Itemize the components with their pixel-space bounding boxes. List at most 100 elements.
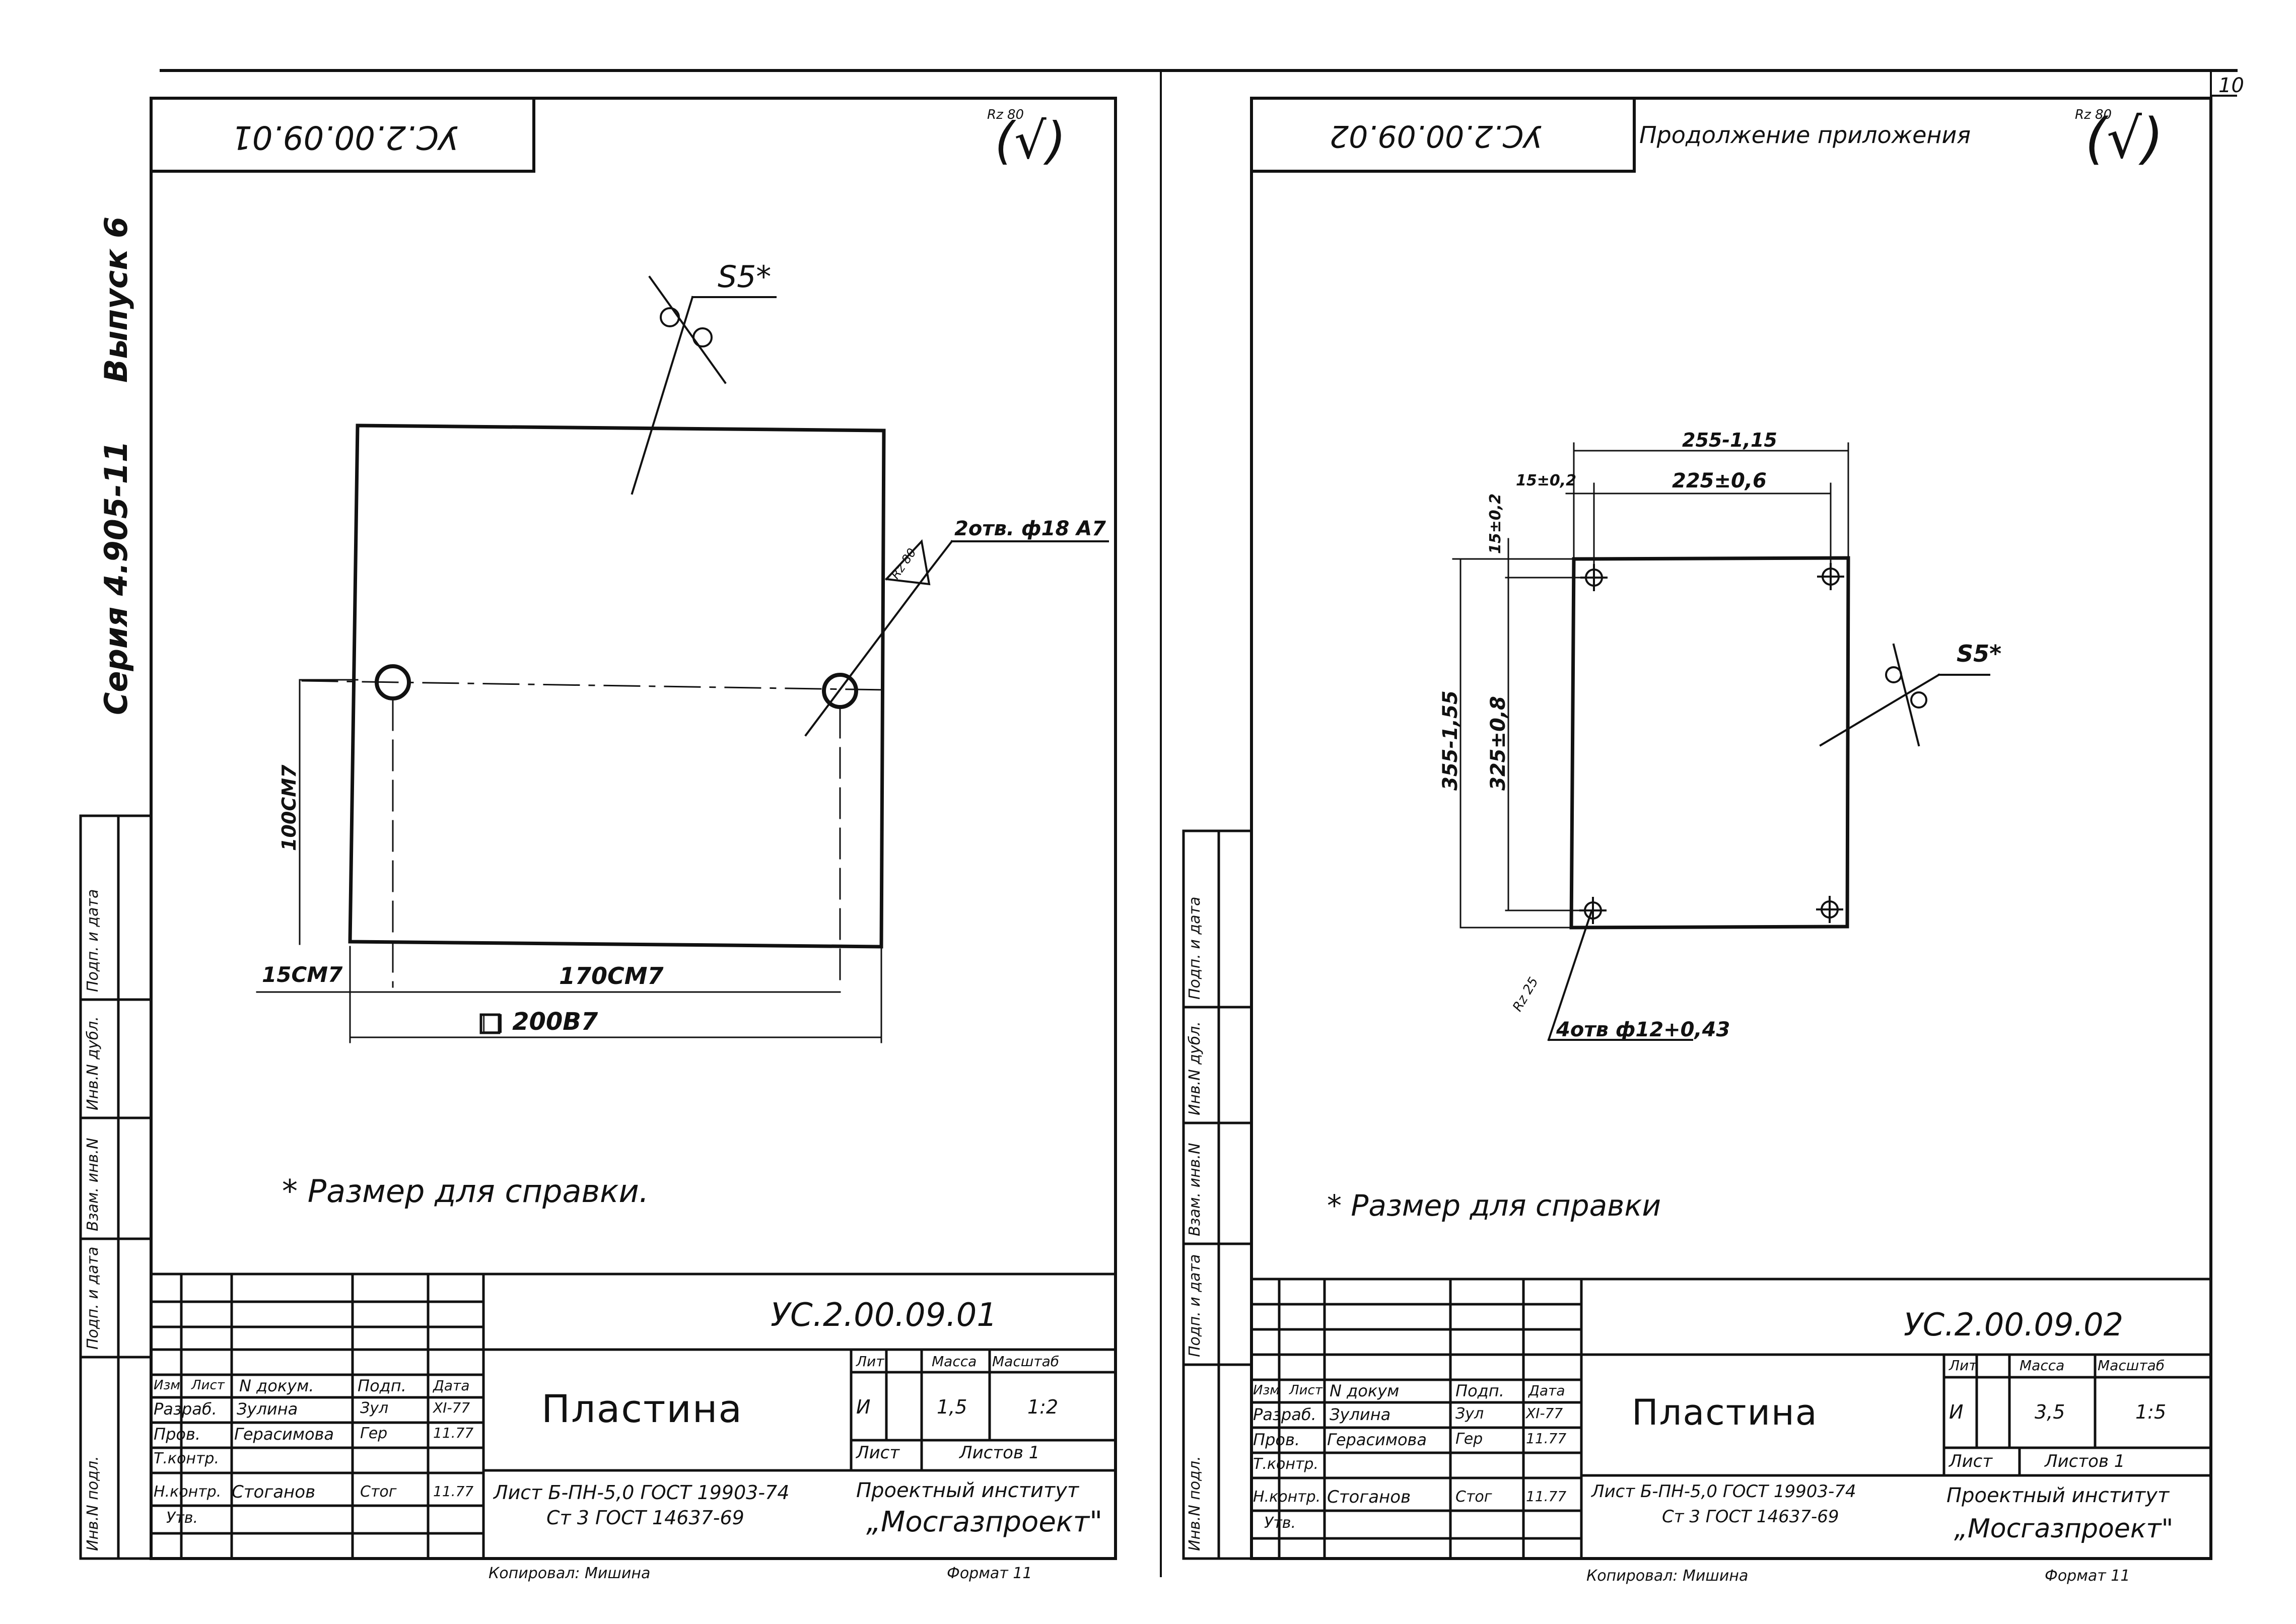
right-code-box bbox=[1250, 97, 1636, 173]
right-tb-row-name-4: Стоганов bbox=[1327, 1487, 1411, 1507]
right-dim-edge-y: 15±0,2 bbox=[1487, 493, 1504, 554]
left-plate-drawing bbox=[256, 275, 1109, 1043]
left-tb-material-1: Лист Б-ПН-5,0 ГОСТ 19903-74 bbox=[494, 1481, 790, 1504]
left-roughness-bracket: (√) bbox=[995, 111, 1066, 170]
left-tb-sheets-label: Листов 1 bbox=[959, 1443, 1040, 1463]
page-number: 10 bbox=[2218, 74, 2244, 97]
left-dim-holes: 2отв. ф18 А7 bbox=[954, 517, 1106, 540]
right-copied-by: Копировал: Мишина bbox=[1586, 1567, 1749, 1585]
right-tb-row-date-2: 11.77 bbox=[1526, 1430, 1567, 1447]
left-tb-name: Пластина bbox=[541, 1386, 743, 1431]
right-tb-header-doc: N докум bbox=[1330, 1381, 1400, 1400]
left-stamp-field-4: Инв.N дубл. bbox=[84, 1016, 102, 1110]
left-doc-code-mirrored: УС.2.00.09.01 bbox=[232, 118, 459, 156]
right-tb-row-role-4: Н.контр. bbox=[1253, 1488, 1321, 1506]
left-tb-lit-header: Лит bbox=[856, 1353, 884, 1370]
right-tb-lit-value: И bbox=[1949, 1401, 1964, 1423]
left-tb-row-role-3: Т.контр. bbox=[154, 1450, 220, 1467]
right-stamp-field-5: Подп. и дата bbox=[1186, 896, 1204, 1000]
left-tb-header-list: Лист bbox=[191, 1378, 225, 1393]
left-tb-row-role-1: Разраб. bbox=[154, 1399, 217, 1419]
right-tb-header-list: Лист bbox=[1289, 1383, 1323, 1398]
left-dim-left-offset: 15СМ7 bbox=[262, 962, 343, 987]
left-side-stamp bbox=[79, 814, 153, 1560]
right-tb-material-1: Лист Б-ПН-5,0 ГОСТ 19903-74 bbox=[1591, 1481, 1856, 1502]
left-dim-overall: □ 200В7 bbox=[481, 1008, 598, 1036]
right-tb-row-date-1: XI-77 bbox=[1526, 1405, 1563, 1422]
right-format: Формат 11 bbox=[2045, 1567, 2130, 1585]
right-plate-drawing bbox=[1452, 442, 1990, 1041]
left-tb-row-date-4: 11.77 bbox=[433, 1483, 474, 1500]
right-tb-lit-header: Лит bbox=[1949, 1357, 1977, 1374]
right-tb-sheets-label: Листов 1 bbox=[2045, 1451, 2125, 1471]
left-stamp-field-1: Инв.N подл. bbox=[84, 1456, 102, 1551]
right-dim-overall-width: 255-1,15 bbox=[1682, 429, 1777, 451]
right-tb-mass-header: Масса bbox=[2020, 1357, 2065, 1374]
right-stamp-field-1: Инв.N подл. bbox=[1186, 1456, 1204, 1551]
right-dim-overall-height: 355-1,55 bbox=[1439, 690, 1462, 791]
left-tb-org-1: Проектный институт bbox=[856, 1479, 1079, 1502]
right-footnote: * Размер для справки bbox=[1327, 1188, 1661, 1223]
right-tb-code: УС.2.00.09.02 bbox=[1904, 1306, 2124, 1343]
right-stamp-field-2: Подп. и дата bbox=[1186, 1254, 1204, 1357]
plate-outline-right bbox=[1569, 556, 1850, 930]
right-side-stamp bbox=[1182, 829, 1253, 1560]
right-tb-row-sign-2: Гер bbox=[1455, 1430, 1483, 1448]
right-stamp-field-4: Инв.N дубл. bbox=[1186, 1021, 1204, 1115]
left-tb-row-name-2: Герасимова bbox=[234, 1425, 334, 1444]
left-tb-row-sign-1: Зул bbox=[360, 1399, 389, 1417]
right-title-block bbox=[1250, 1278, 2212, 1560]
left-stamp-field-3: Взам. инв.N bbox=[84, 1138, 102, 1231]
left-tb-row-name-1: Зулина bbox=[237, 1399, 298, 1419]
left-tb-header-date: Дата bbox=[433, 1377, 470, 1394]
right-tb-row-sign-4: Стог bbox=[1455, 1488, 1492, 1506]
left-stamp-field-5: Подп. и дата bbox=[84, 889, 102, 992]
left-tb-row-name-4: Стоганов bbox=[232, 1482, 316, 1502]
left-tb-header-sign: Подп. bbox=[358, 1376, 406, 1395]
right-dim-hole-spacing-x: 225±0,6 bbox=[1672, 469, 1767, 492]
right-roughness-value: Rz 80 bbox=[2075, 107, 2112, 122]
left-format: Формат 11 bbox=[947, 1565, 1032, 1582]
left-tb-header-izm: Изм bbox=[154, 1378, 180, 1393]
right-continuation-note: Продолжение приложения bbox=[1639, 121, 1971, 149]
right-tb-row-date-4: 11.77 bbox=[1526, 1488, 1567, 1505]
issue-label: Выпуск 6 bbox=[98, 216, 134, 383]
left-tb-row-role-2: Пров. bbox=[154, 1425, 200, 1444]
left-tb-header-doc: N докум. bbox=[239, 1376, 314, 1395]
right-tb-row-sign-1: Зул bbox=[1455, 1405, 1484, 1423]
right-tb-row-role-3: Т.контр. bbox=[1253, 1455, 1319, 1473]
right-tb-sheet-label: Лист bbox=[1949, 1451, 1993, 1471]
right-tb-mass-value: 3,5 bbox=[2035, 1401, 2065, 1423]
left-stamp-field-2: Подп. и дата bbox=[84, 1246, 102, 1350]
right-dim-holes: 4отв ф12+0,43 bbox=[1556, 1018, 1730, 1041]
left-tb-mass-header: Масса bbox=[932, 1353, 977, 1370]
right-tb-scale-header: Масштаб bbox=[2098, 1357, 2165, 1374]
right-stamp-field-3: Взам. инв.N bbox=[1186, 1143, 1204, 1236]
right-tb-name: Пластина bbox=[1632, 1392, 1818, 1433]
right-dim-edge-x: 15±0,2 bbox=[1516, 472, 1577, 489]
right-tb-row-role-1: Разраб. bbox=[1253, 1405, 1316, 1424]
left-dim-horizontal: 170СМ7 bbox=[559, 962, 664, 990]
right-tb-header-date: Дата bbox=[1528, 1382, 1565, 1399]
left-tb-mass-value: 1,5 bbox=[937, 1396, 967, 1418]
right-roughness-bracket: (√) bbox=[2085, 106, 2164, 171]
left-dim-thickness: S5* bbox=[718, 259, 772, 295]
left-tb-row-role-5: Утв. bbox=[166, 1509, 198, 1527]
right-tb-header-sign: Подп. bbox=[1455, 1381, 1504, 1400]
left-footnote: * Размер для справки. bbox=[282, 1173, 649, 1210]
right-tb-material-2: Ст 3 ГОСТ 14637-69 bbox=[1662, 1507, 1839, 1527]
right-tb-row-name-2: Герасимова bbox=[1327, 1430, 1427, 1449]
left-tb-scale-header: Масштаб bbox=[992, 1353, 1060, 1370]
right-tb-scale-value: 1:5 bbox=[2135, 1401, 2167, 1423]
right-dim-hole-spacing-y: 325±0,8 bbox=[1487, 696, 1510, 791]
left-tb-scale-value: 1:2 bbox=[1027, 1396, 1059, 1418]
right-doc-code-mirrored: УС.2.00.09.02 bbox=[1330, 118, 1542, 154]
left-tb-row-sign-4: Стог bbox=[360, 1483, 397, 1501]
left-copied-by: Копировал: Мишина bbox=[489, 1565, 651, 1582]
left-tb-row-sign-2: Гер bbox=[360, 1425, 388, 1442]
right-tb-row-role-2: Пров. bbox=[1253, 1430, 1300, 1449]
left-tb-row-date-1: XI-77 bbox=[433, 1399, 470, 1416]
left-code-box bbox=[150, 97, 535, 173]
right-tb-header-izm: Изм bbox=[1253, 1383, 1280, 1398]
